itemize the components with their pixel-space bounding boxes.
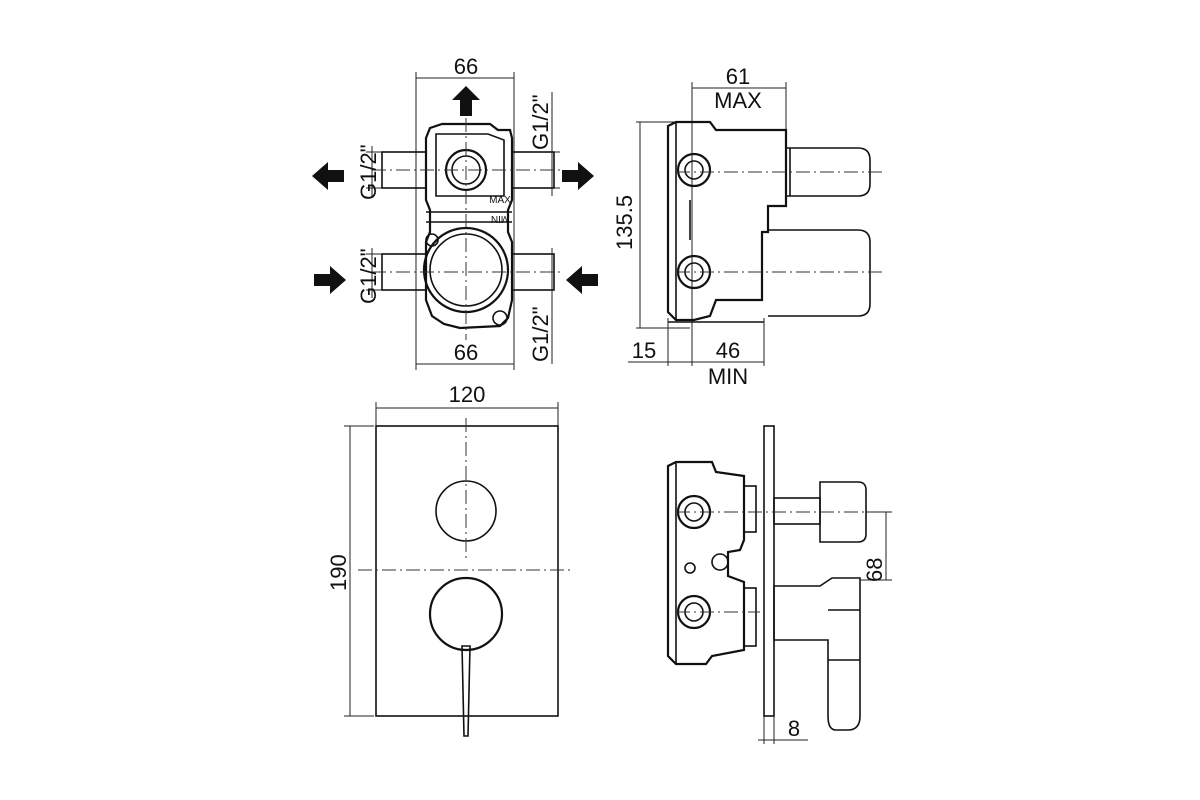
dim-depth-max-unit: MAX bbox=[714, 88, 762, 113]
left-upper-arrow-icon bbox=[312, 162, 344, 190]
right-upper-arrow-icon bbox=[562, 162, 594, 190]
lever-handle bbox=[461, 645, 471, 737]
outlet-up-arrow-icon bbox=[452, 86, 480, 116]
dim-plate-width: 120 bbox=[449, 382, 486, 407]
max-marking: MAX bbox=[489, 195, 511, 206]
body-side-view: 61 MAX 135.5 15 46 MIN bbox=[612, 64, 884, 389]
assembled-side-view: 68 8 bbox=[666, 425, 892, 744]
dim-top-width: 66 bbox=[454, 54, 478, 79]
min-marking: MIN bbox=[491, 213, 509, 224]
thread-top-right: G1/2" bbox=[528, 94, 553, 150]
thread-left-lower: G1/2" bbox=[356, 248, 381, 304]
body-front-view: 66 MAX MIN bbox=[312, 54, 598, 370]
dim-depth-max: 61 bbox=[726, 64, 750, 89]
dim-depth-min-unit: MIN bbox=[708, 364, 748, 389]
dim-bottom-width: 66 bbox=[454, 340, 478, 365]
dim-plate-height: 190 bbox=[326, 554, 351, 591]
cover-plate bbox=[375, 425, 559, 717]
lever-rosette bbox=[428, 576, 504, 652]
plate-edge bbox=[763, 425, 775, 717]
dim-plate-thickness: 8 bbox=[788, 716, 800, 741]
right-lower-arrow-icon bbox=[566, 266, 598, 294]
dim-height: 135.5 bbox=[612, 195, 637, 250]
plate-front-view: 120 190 bbox=[326, 382, 572, 737]
dim-depth-min: 46 bbox=[716, 338, 740, 363]
thread-bottom-right: G1/2" bbox=[528, 306, 553, 362]
dim-offset: 15 bbox=[632, 338, 656, 363]
left-lower-arrow-icon bbox=[314, 266, 346, 294]
dim-outlet-spacing: 68 bbox=[862, 558, 887, 582]
mixer-body-outline bbox=[424, 122, 514, 330]
assembled-body-outline bbox=[666, 460, 746, 666]
side-body-outline bbox=[666, 120, 788, 322]
thread-left-upper: G1/2" bbox=[356, 144, 381, 200]
